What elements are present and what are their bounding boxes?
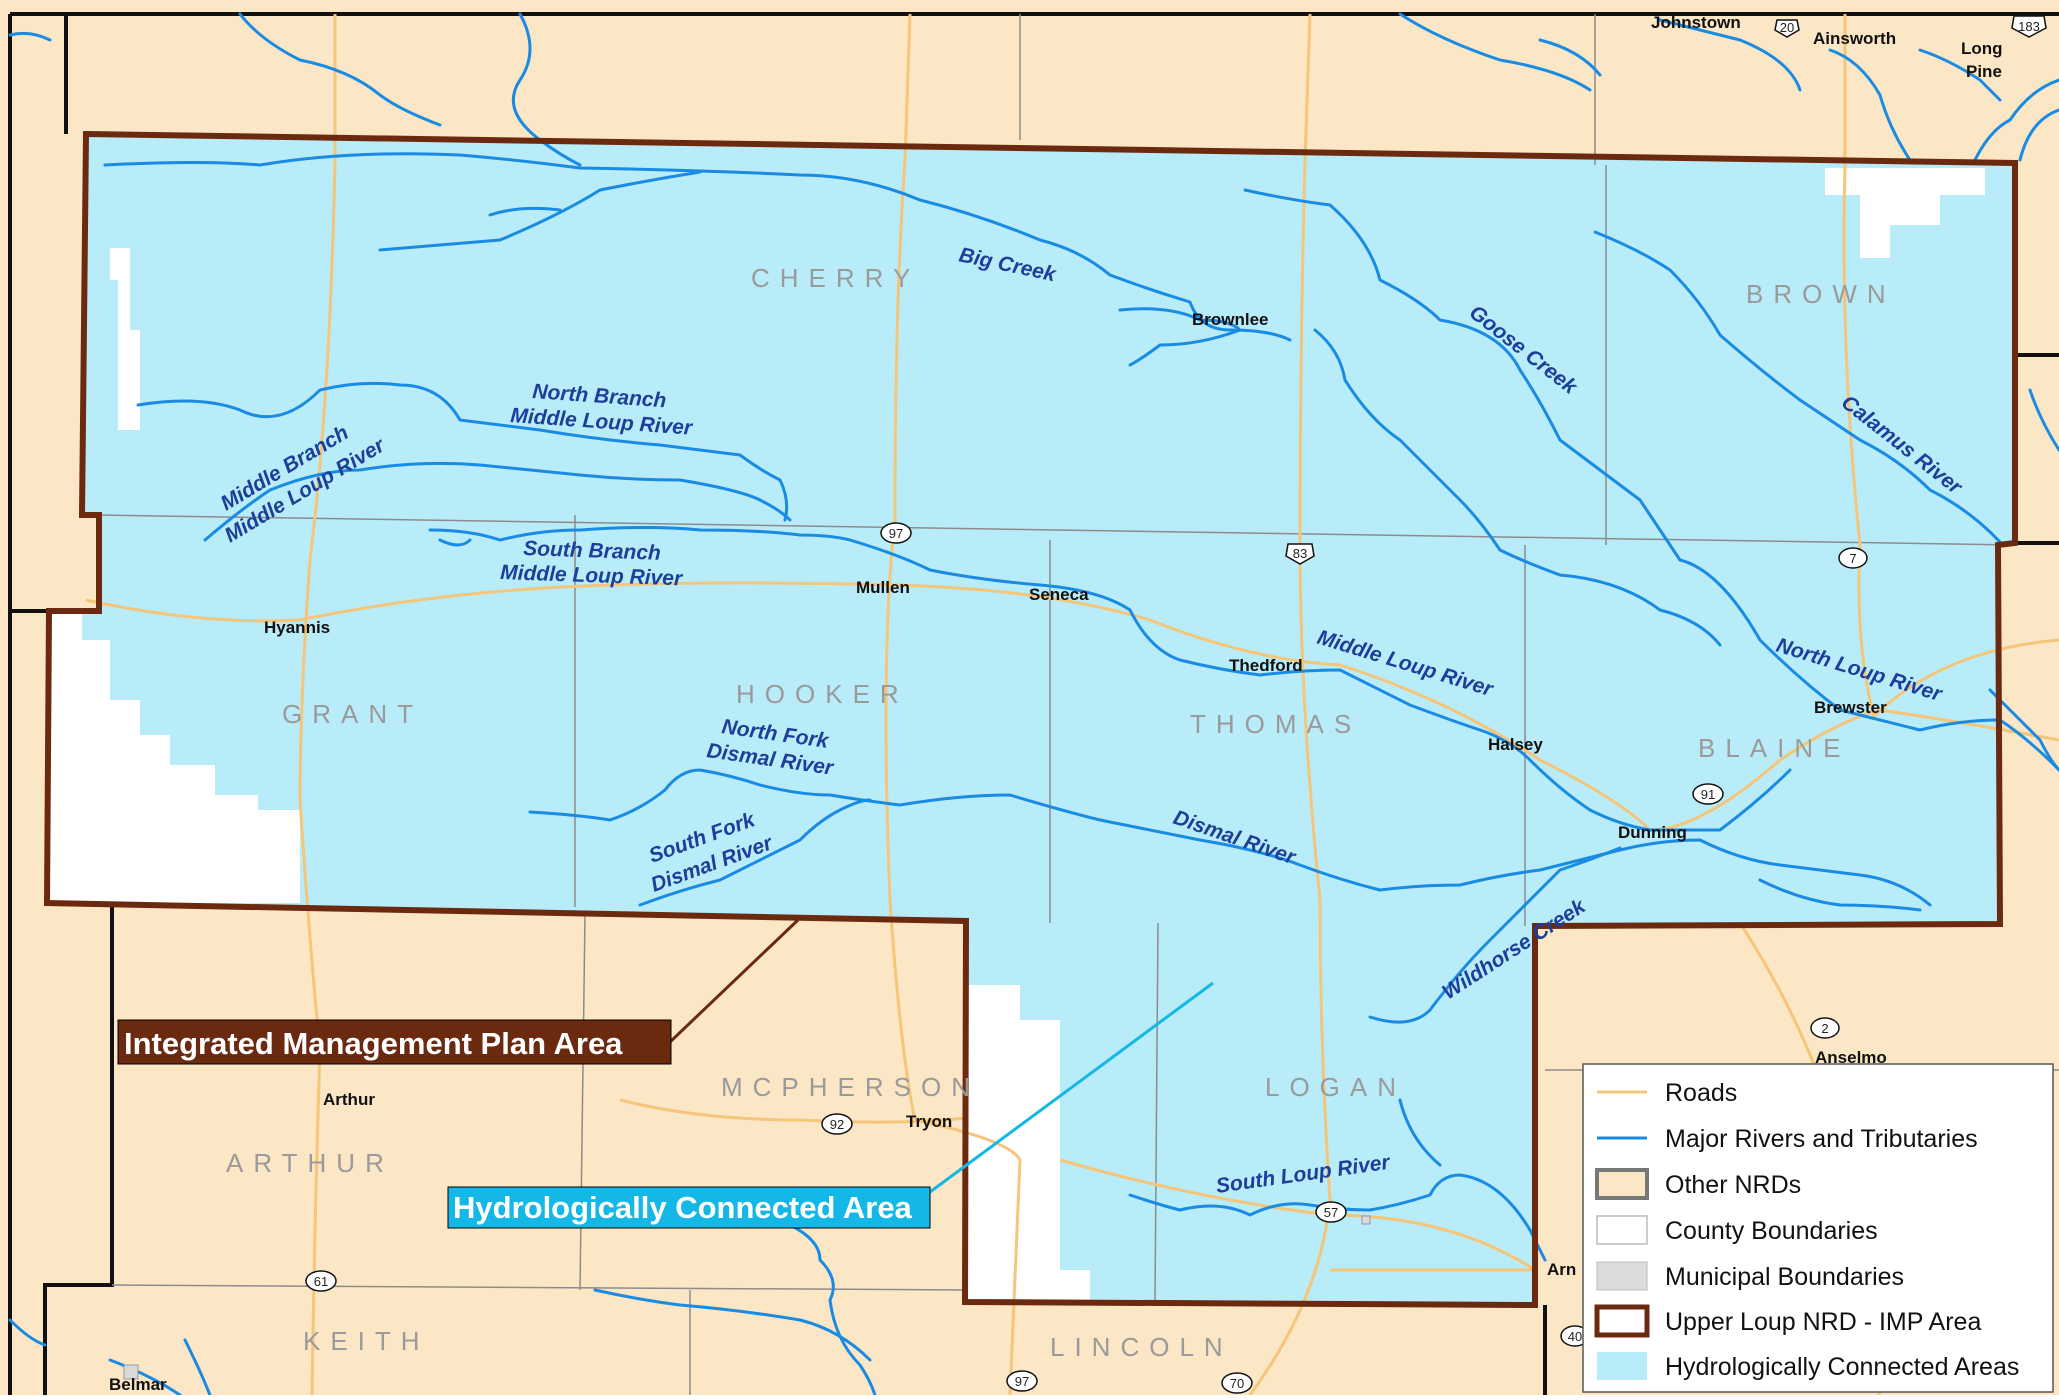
town-label-tryon: Tryon xyxy=(906,1112,952,1131)
legend: Roads Major Rivers and Tributaries Other… xyxy=(1582,1063,2054,1393)
town-label-pine: Pine xyxy=(1966,62,2002,81)
legend-swatch-municipal xyxy=(1596,1261,1648,1291)
town-label-arnold: Arn xyxy=(1547,1260,1576,1279)
svg-text:57: 57 xyxy=(1324,1205,1338,1220)
town-label-anselmo: Anselmo xyxy=(1815,1048,1887,1067)
calamus-line xyxy=(1593,230,2002,544)
county-label-logan: LOGAN xyxy=(1265,1072,1406,1102)
highway-shield-70: 70 xyxy=(1221,1372,1253,1394)
highway-shield-91: 91 xyxy=(1692,783,1724,805)
town-label-brownlee: Brownlee xyxy=(1192,310,1269,329)
town-label-seneca: Seneca xyxy=(1029,585,1089,604)
river-label-south-branch-1: South Branch xyxy=(523,537,661,565)
county-label-blaine: BLAINE xyxy=(1698,733,1851,763)
svg-text:91: 91 xyxy=(1701,787,1715,802)
highway-shield-97-north: 97 xyxy=(880,522,912,544)
town-label-ainsworth: Ainsworth xyxy=(1813,29,1896,48)
imp-area-border xyxy=(43,130,2018,1309)
municipal-boundary-stapleton xyxy=(1361,1215,1371,1225)
north-branch-mlr-line xyxy=(136,381,789,522)
svg-text:97: 97 xyxy=(1015,1374,1029,1389)
south-branch-mlr-line xyxy=(428,526,1652,832)
highway-shield-92: 92 xyxy=(821,1113,853,1135)
town-label-halsey: Halsey xyxy=(1488,735,1543,754)
highway-shield-57: 57 xyxy=(1315,1201,1347,1223)
legend-label-hca: Hydrologically Connected Areas xyxy=(1665,1353,2019,1381)
imp-callout-leader xyxy=(668,918,800,1044)
hca-callout: Hydrologically Connected Area xyxy=(447,1186,931,1229)
wildhorse-creek-line xyxy=(1368,846,1622,1024)
county-label-mcpherson: MCPHERSON xyxy=(721,1072,980,1102)
town-label-mullen: Mullen xyxy=(856,578,910,597)
svg-text:83: 83 xyxy=(1293,546,1307,561)
county-label-keith: KEITH xyxy=(303,1326,430,1356)
svg-text:40: 40 xyxy=(1568,1329,1582,1344)
legend-label-municipal: Municipal Boundaries xyxy=(1665,1263,1904,1291)
town-label-arthur: Arthur xyxy=(323,1090,375,1109)
non-connected-pocket-west xyxy=(47,612,300,903)
north-fork-dismal-line xyxy=(528,768,1932,907)
north-loup-line xyxy=(1838,708,2059,772)
legend-label-rivers: Major Rivers and Tributaries xyxy=(1665,1125,1978,1153)
non-connected-pocket-mcpherson xyxy=(966,985,1090,1302)
svg-text:20: 20 xyxy=(1780,20,1794,35)
hca-callout-leader xyxy=(929,981,1214,1194)
south-loup-line xyxy=(1128,1173,1547,1262)
county-label-brown: BROWN xyxy=(1746,279,1896,309)
town-label-brewster: Brewster xyxy=(1814,698,1887,717)
highway-shield-7: 7 xyxy=(1838,547,1868,569)
imp-callout: Integrated Management Plan Area xyxy=(117,1019,672,1065)
county-label-grant: GRANT xyxy=(282,699,423,729)
town-label-hyannis: Hyannis xyxy=(264,618,330,637)
middle-loup-tail xyxy=(1648,768,1792,832)
legend-label-county: County Boundaries xyxy=(1665,1217,1878,1245)
middle-branch-mlr-line xyxy=(203,461,792,542)
county-label-arthur: ARTHUR xyxy=(226,1148,394,1178)
town-label-johnstown: Johnstown xyxy=(1651,13,1741,32)
other-nrd-boundaries xyxy=(8,12,2059,1395)
svg-text:7: 7 xyxy=(1849,551,1856,566)
highway-shield-61: 61 xyxy=(305,1270,337,1292)
town-label-long: Long xyxy=(1961,39,2003,58)
goose-creek-line xyxy=(1243,188,1842,712)
hydro-connected-area xyxy=(47,134,2015,1305)
highway-shield-183: 183 xyxy=(2011,15,2047,38)
legend-label-imp: Upper Loup NRD - IMP Area xyxy=(1665,1308,1981,1336)
svg-text:97: 97 xyxy=(889,526,903,541)
svg-text:92: 92 xyxy=(830,1117,844,1132)
legend-swatch-other-nrd xyxy=(1595,1168,1649,1200)
county-label-thomas: THOMAS xyxy=(1190,709,1361,739)
south-fork-dismal-line xyxy=(638,798,872,907)
svg-text:2: 2 xyxy=(1821,1021,1828,1036)
county-label-hooker: HOOKER xyxy=(736,679,909,709)
town-label-belmar: Belmar xyxy=(109,1375,167,1394)
big-creek-line xyxy=(103,152,1292,342)
non-connected-pocket-northwest xyxy=(110,248,140,430)
legend-swatch-county xyxy=(1596,1215,1648,1245)
imp-callout-label: Integrated Management Plan Area xyxy=(124,1026,623,1061)
highway-shield-2: 2 xyxy=(1810,1017,1840,1039)
legend-swatch-imp xyxy=(1594,1304,1650,1338)
highway-shield-20: 20 xyxy=(1774,19,1800,38)
municipal-boundary-belmar xyxy=(123,1364,139,1380)
goose-creek-branch xyxy=(1313,328,1722,647)
big-creek-branch xyxy=(378,170,702,252)
svg-text:61: 61 xyxy=(314,1274,328,1289)
non-connected-pocket-northeast xyxy=(1825,168,1985,258)
legend-label-roads: Roads xyxy=(1665,1079,1737,1107)
town-label-thedford: Thedford xyxy=(1229,656,1303,675)
highway-shield-97-south: 97 xyxy=(1006,1370,1038,1392)
legend-label-other-nrds: Other NRDs xyxy=(1665,1171,1801,1199)
svg-text:183: 183 xyxy=(2018,19,2040,34)
svg-text:70: 70 xyxy=(1230,1376,1244,1391)
legend-swatch-hca xyxy=(1597,1352,1647,1380)
county-label-cherry: CHERRY xyxy=(751,263,920,293)
county-label-lincoln: LINCOLN xyxy=(1050,1332,1233,1362)
hca-callout-label: Hydrologically Connected Area xyxy=(453,1190,913,1225)
town-label-dunning: Dunning xyxy=(1618,823,1687,842)
highway-shield-83: 83 xyxy=(1285,543,1315,565)
rivers xyxy=(8,12,2059,1397)
